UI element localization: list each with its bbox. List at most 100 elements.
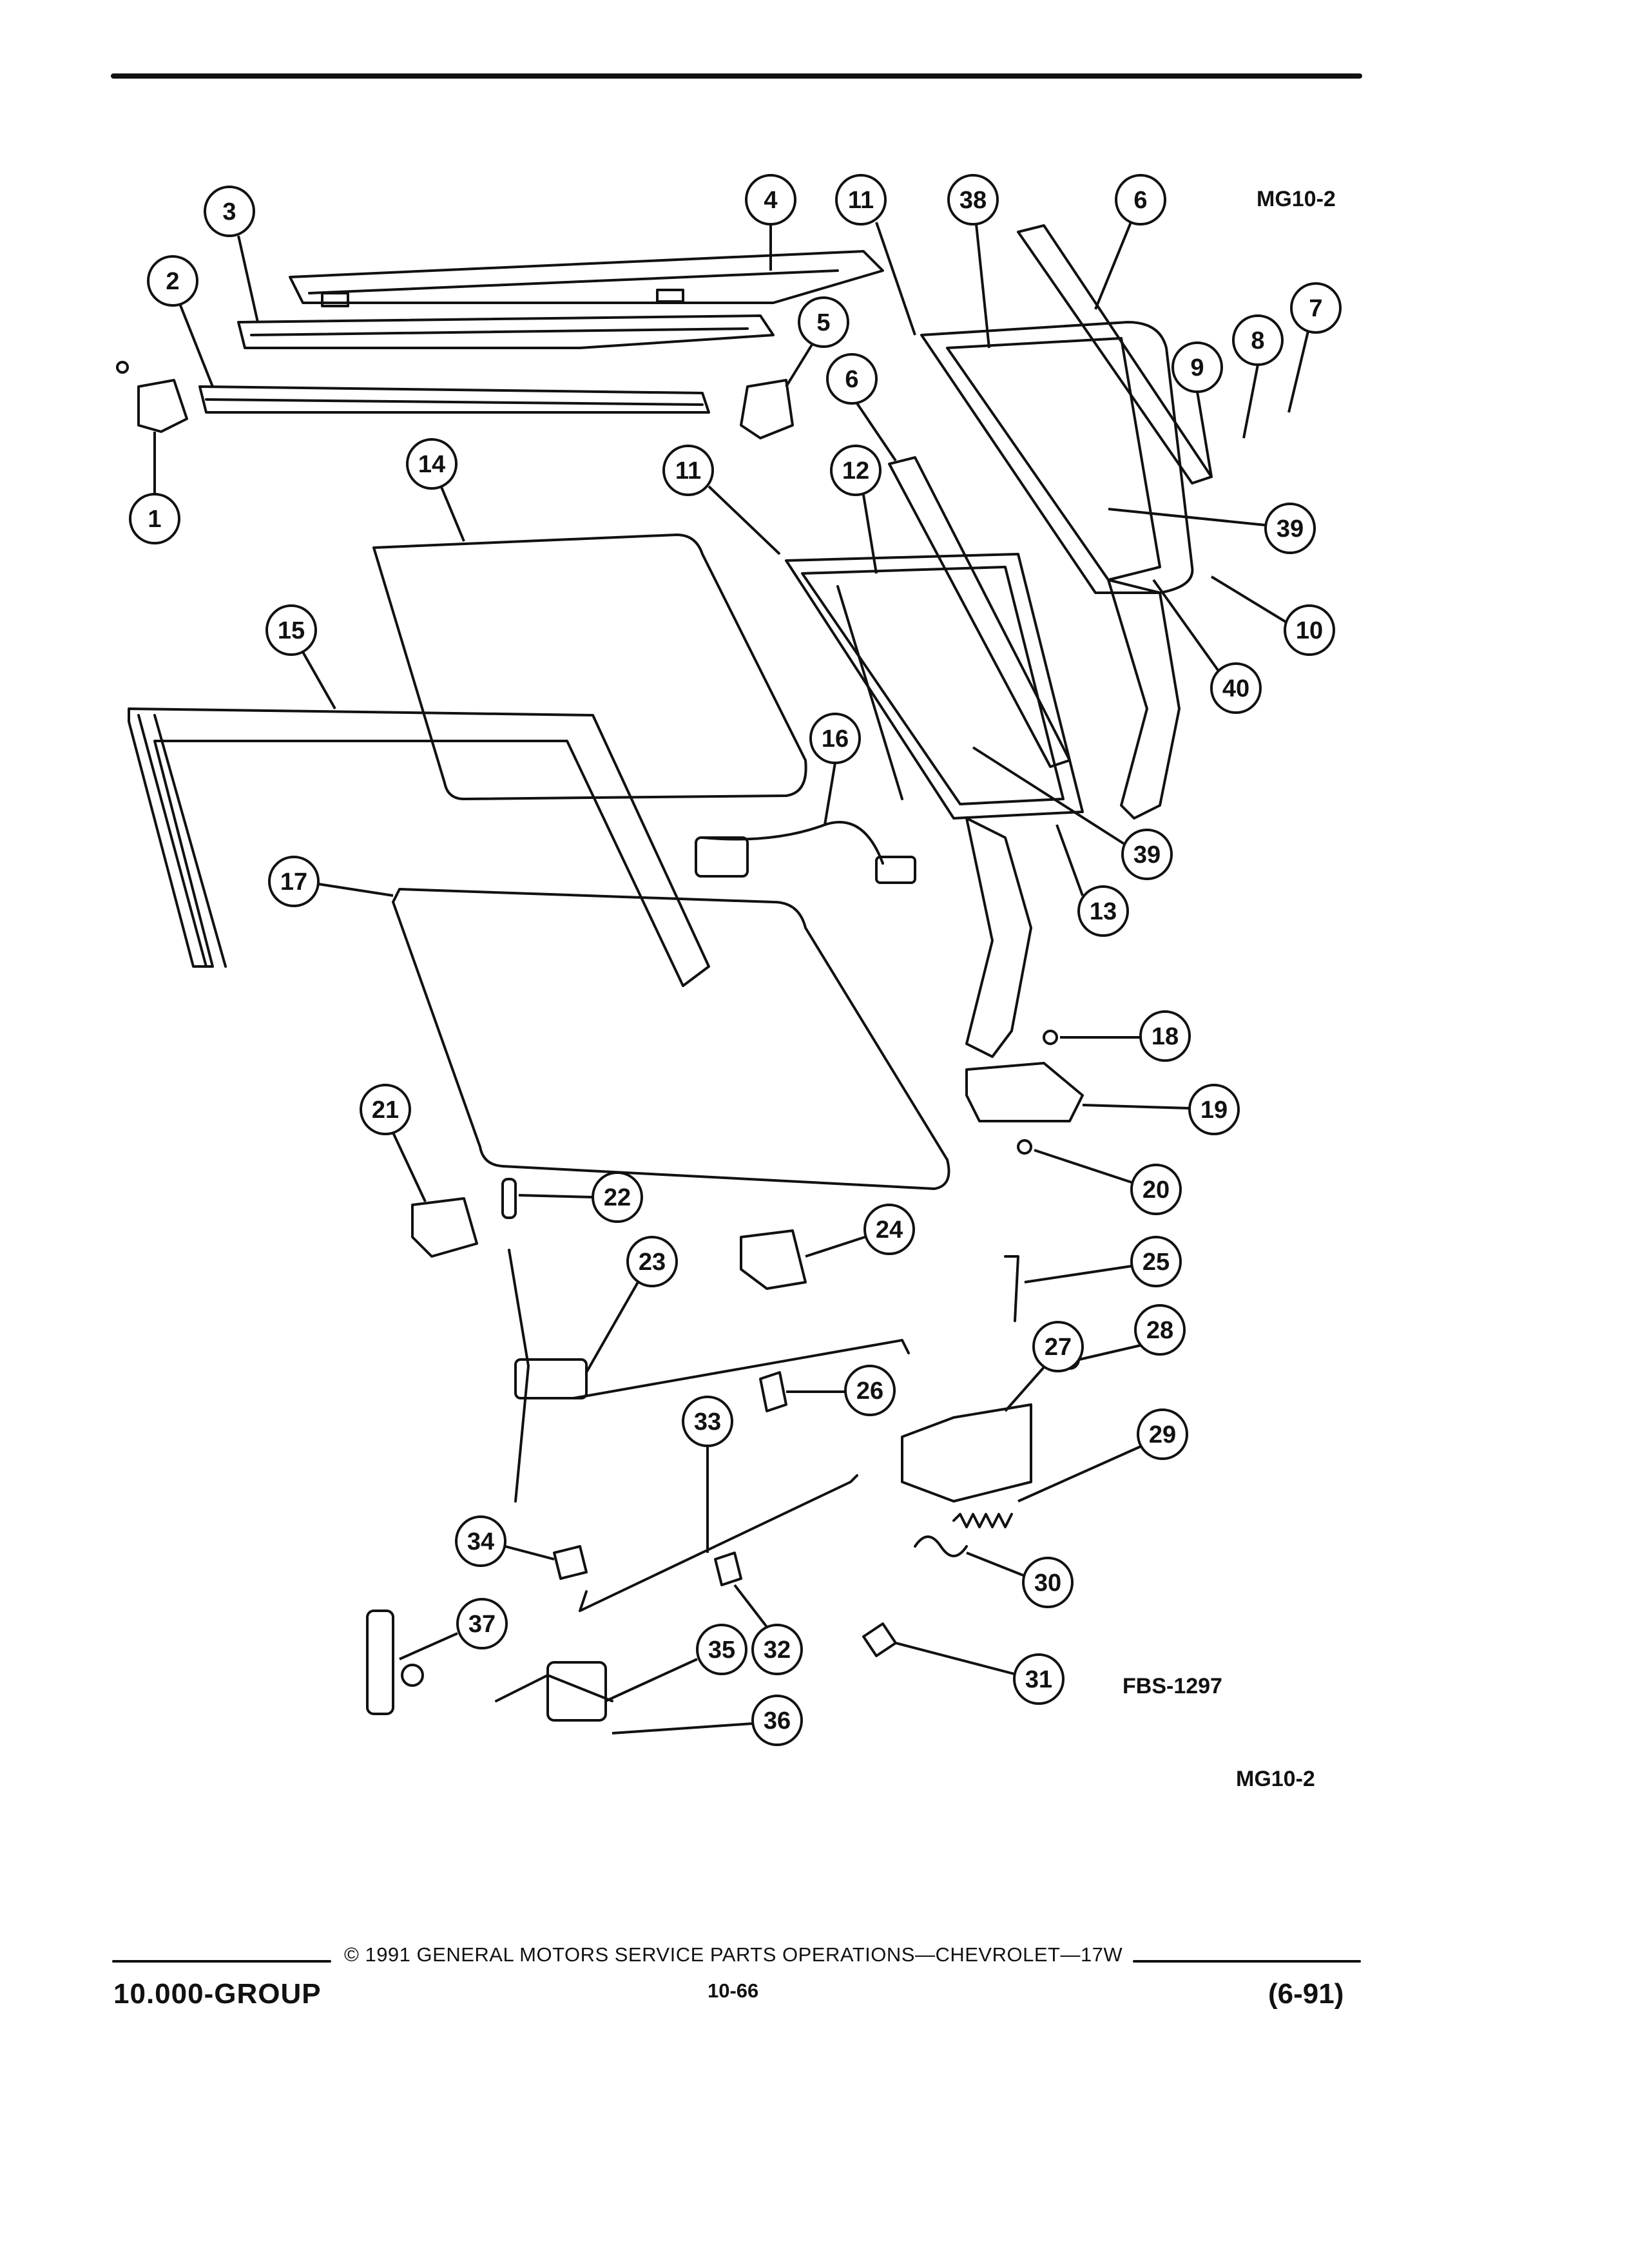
ref-code-bottom: MG10-2: [1236, 1767, 1315, 1791]
svg-text:1: 1: [148, 506, 161, 533]
callout-11-right: 11: [835, 174, 916, 336]
callout-40: 40: [1152, 579, 1262, 714]
callout-20: 20: [1034, 1149, 1182, 1215]
callout-32: 32: [733, 1584, 803, 1675]
svg-text:26: 26: [856, 1378, 883, 1405]
part-15-frame: [128, 707, 710, 987]
footer-group: 10.000-GROUP: [113, 1978, 322, 2010]
part-18-screw: [1043, 1030, 1058, 1045]
svg-text:8: 8: [1251, 327, 1264, 354]
part-4-channel: [289, 250, 884, 307]
svg-text:29: 29: [1149, 1421, 1176, 1448]
svg-text:35: 35: [708, 1637, 735, 1664]
part-12-vent-window: [785, 553, 1084, 820]
part-2-channel: [198, 385, 710, 414]
callout-9: 9: [1171, 341, 1223, 477]
callout-39-right: 39: [1108, 503, 1316, 554]
callout-8: 8: [1232, 314, 1284, 439]
svg-text:4: 4: [764, 187, 777, 214]
part-1-bracket: [116, 361, 188, 433]
svg-text:21: 21: [372, 1097, 399, 1124]
part-24-bracket: [740, 1229, 807, 1290]
callout-29: 29: [1017, 1408, 1188, 1503]
callout-5: 5: [785, 296, 849, 388]
part-27-lock: [901, 1403, 1032, 1503]
svg-text:24: 24: [876, 1216, 903, 1244]
callout-22: 22: [518, 1171, 643, 1223]
part-32-clip: [714, 1552, 742, 1586]
svg-text:3: 3: [222, 198, 236, 226]
callout-10: 10: [1210, 575, 1335, 656]
callout-13: 13: [1055, 824, 1129, 937]
callout-15: 15: [265, 604, 336, 709]
callout-26: 26: [786, 1365, 896, 1416]
callout-12: 12: [830, 445, 882, 574]
part-20-nut: [1017, 1139, 1032, 1155]
svg-text:15: 15: [278, 617, 305, 644]
svg-text:22: 22: [604, 1184, 631, 1211]
callout-1: 1: [129, 432, 180, 544]
callout-4: 4: [745, 174, 796, 271]
svg-text:14: 14: [418, 451, 445, 478]
footer-date: (6-91): [1268, 1978, 1344, 2010]
svg-text:36: 36: [764, 1707, 791, 1735]
part-34-clip: [553, 1545, 588, 1580]
svg-text:25: 25: [1142, 1249, 1170, 1276]
svg-text:33: 33: [694, 1408, 721, 1436]
svg-text:39: 39: [1133, 841, 1161, 869]
callout-7: 7: [1287, 282, 1342, 413]
svg-text:20: 20: [1142, 1177, 1170, 1204]
callout-28: 28: [1079, 1304, 1186, 1361]
part-21-hinge: [411, 1197, 478, 1258]
svg-text:16: 16: [822, 726, 849, 753]
callout-31: 31: [895, 1642, 1065, 1705]
svg-text:6: 6: [1133, 187, 1147, 214]
callout-19: 19: [1082, 1084, 1240, 1135]
part-30-spring: [914, 1535, 968, 1557]
svg-text:37: 37: [468, 1611, 496, 1638]
part-5-bracket: [740, 379, 794, 439]
svg-text:23: 23: [639, 1249, 666, 1276]
part-33-rod: [579, 1474, 858, 1612]
svg-text:34: 34: [467, 1528, 494, 1555]
svg-text:27: 27: [1045, 1334, 1072, 1361]
callout-group: 1 2 3 4 5 6 6 7 8 9 10 11 11 12 13 14 15…: [129, 174, 1342, 1746]
part-16-cable: [695, 821, 916, 884]
callout-39-center: 39: [972, 746, 1173, 880]
svg-text:12: 12: [842, 457, 869, 485]
callout-18: 18: [1060, 1010, 1191, 1062]
callout-36: 36: [612, 1695, 803, 1746]
callout-16: 16: [809, 713, 861, 825]
callout-23: 23: [585, 1236, 678, 1373]
part-31-cap: [862, 1622, 897, 1657]
svg-text:18: 18: [1152, 1023, 1179, 1050]
svg-text:28: 28: [1146, 1317, 1173, 1344]
part-29-spring: [952, 1513, 1013, 1528]
svg-text:40: 40: [1222, 675, 1249, 702]
callout-38: 38: [947, 174, 999, 349]
part-14-glass: [372, 533, 807, 800]
svg-text:11: 11: [848, 187, 874, 214]
callout-3: 3: [204, 186, 259, 323]
part-23-rod: [508, 1249, 910, 1503]
part-26-clip: [759, 1371, 787, 1412]
callout-14: 14: [406, 438, 465, 542]
part-35-handle: [495, 1661, 613, 1722]
callout-33: 33: [682, 1396, 733, 1553]
callout-35: 35: [605, 1624, 747, 1702]
callout-6-center: 6: [826, 353, 897, 462]
part-10-vent-window: [920, 321, 1194, 594]
svg-text:39: 39: [1277, 515, 1304, 543]
part-3-channel: [237, 314, 775, 349]
footer-page-number: 10-66: [708, 1979, 759, 2002]
svg-text:13: 13: [1090, 898, 1117, 925]
footer-copyright: © 1991 GENERAL MOTORS SERVICE PARTS OPER…: [344, 1943, 1123, 1966]
ref-code-top: MG10-2: [1257, 187, 1336, 211]
callout-25: 25: [1024, 1236, 1182, 1287]
callout-37: 37: [399, 1598, 508, 1660]
svg-text:19: 19: [1200, 1097, 1228, 1124]
part-22-pin: [501, 1178, 517, 1219]
svg-text:7: 7: [1309, 295, 1322, 322]
part-19-latch: [965, 1062, 1084, 1122]
